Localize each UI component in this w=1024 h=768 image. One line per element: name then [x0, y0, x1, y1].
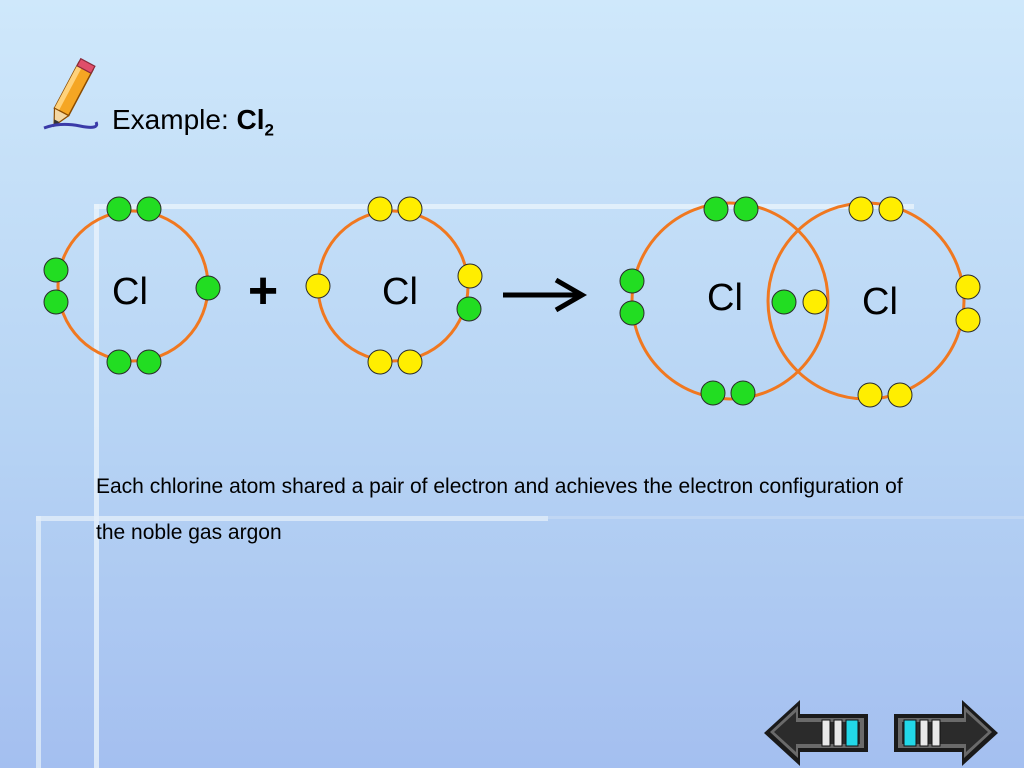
atom-a-electrons [43, 196, 221, 375]
electron [367, 349, 393, 375]
electron [878, 196, 904, 222]
atom-b-label: Cl [382, 271, 418, 313]
electron [456, 296, 482, 322]
electron [955, 274, 981, 300]
electron [106, 349, 132, 375]
electron [703, 196, 729, 222]
electron [397, 196, 423, 222]
atom-b-electrons [305, 196, 483, 375]
electron [136, 349, 162, 375]
molecule-atom-a-label: Cl [707, 277, 743, 319]
electron [771, 289, 797, 315]
slide-title: Example: Cl2 [112, 104, 274, 141]
formula: Cl2 [236, 104, 274, 140]
reaction-arrow-icon [503, 277, 588, 313]
atom-a-label: Cl [112, 271, 148, 313]
electron [802, 289, 828, 315]
electron [857, 382, 883, 408]
plus-symbol: + [248, 262, 278, 320]
electron [106, 196, 132, 222]
formula-subscript: 2 [264, 120, 274, 140]
electron [43, 257, 69, 283]
forward-arrow-icon[interactable] [890, 698, 1000, 768]
pencil-icon [43, 57, 99, 130]
electron [43, 289, 69, 315]
electron [700, 380, 726, 406]
electron [887, 382, 913, 408]
example-label: Example: [112, 104, 229, 135]
electron [955, 307, 981, 333]
electron [367, 196, 393, 222]
electron [457, 263, 483, 289]
molecule-atom-b-label: Cl [862, 281, 898, 323]
molecule-atom-a-electrons [619, 196, 797, 406]
electron [619, 268, 645, 294]
molecule-atom-b-electrons [802, 196, 981, 408]
electron [848, 196, 874, 222]
electron [305, 273, 331, 299]
electron [619, 300, 645, 326]
formula-symbol: Cl [236, 104, 265, 135]
electron [730, 380, 756, 406]
electron [397, 349, 423, 375]
caption-text: Each chlorine atom shared a pair of elec… [96, 475, 903, 544]
electron [195, 275, 221, 301]
back-arrow-icon[interactable] [762, 698, 872, 768]
electron [733, 196, 759, 222]
electron [136, 196, 162, 222]
